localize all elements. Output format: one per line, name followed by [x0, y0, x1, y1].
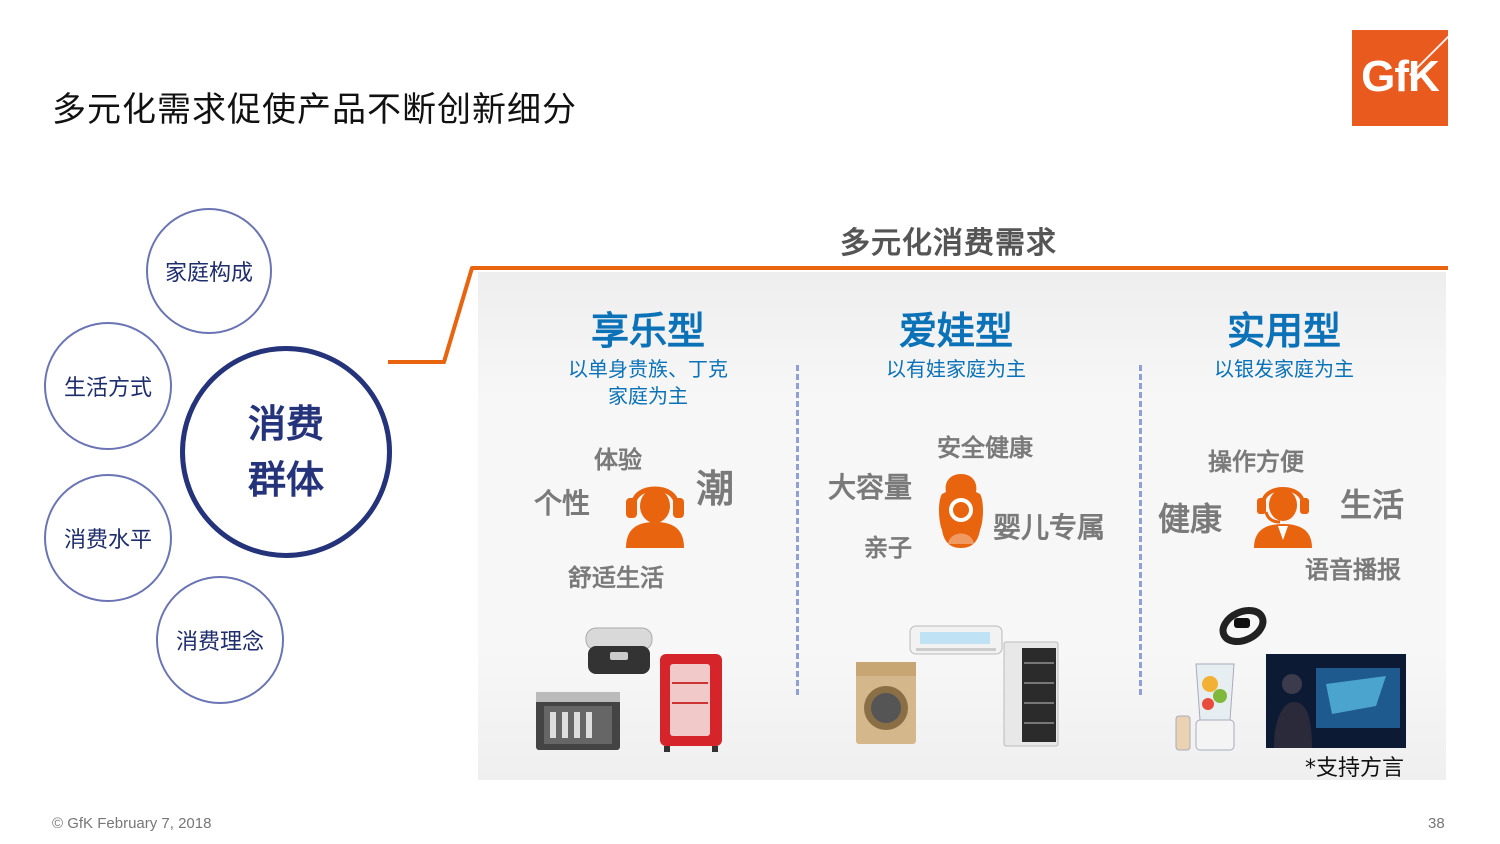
- center-line-1: 消费: [247, 402, 324, 446]
- keyword: 婴儿专属: [993, 511, 1106, 544]
- gfk-logo: GfK: [1352, 30, 1448, 126]
- center-line-2: 群体: [247, 458, 324, 502]
- smart-band-image: [1219, 607, 1267, 645]
- headphone-person-icon: [626, 486, 684, 548]
- footer-copyright: © GfK February 7, 2018: [52, 815, 212, 832]
- column-subtitle-practical: 以银发家庭为主: [1214, 357, 1354, 381]
- column-subtitle-hedonic: 以单身贵族、丁克 家庭为主: [518, 356, 778, 410]
- keyword: 亲子: [864, 534, 912, 562]
- dishwasher-image: [536, 692, 620, 750]
- subtitle-line: 以单身贵族、丁克: [568, 357, 728, 381]
- blender-image: [1175, 663, 1235, 751]
- factor-household-circle: 家庭构成: [146, 208, 272, 334]
- column-title-hedonic: 享乐型: [590, 309, 705, 353]
- factor-spending-concept-circle: 消费理念: [156, 576, 284, 704]
- keyword: 潮: [696, 467, 735, 511]
- mini-fridge-image: [660, 654, 722, 752]
- keyword: 舒适生活: [568, 564, 664, 592]
- consumer-group-circle: 消费 群体: [180, 346, 392, 558]
- footnote: *支持方言: [1305, 756, 1405, 781]
- column-subtitle-child-loving: 以有娃家庭为主: [886, 357, 1026, 381]
- washing-machine-image: [856, 662, 916, 744]
- page-title: 多元化需求促使产品不断创新细分: [52, 90, 577, 130]
- vr-headset-image: [585, 627, 653, 674]
- smart-tv-image: [1266, 654, 1406, 748]
- baby-mother-icon: [939, 474, 983, 548]
- column-title-child-loving: 爱娃型: [898, 309, 1013, 353]
- logo-text: GfK: [1361, 52, 1440, 101]
- factor-lifestyle-circle: 生活方式: [44, 322, 172, 450]
- column-divider: [1139, 365, 1142, 695]
- keyword: 操作方便: [1208, 448, 1304, 476]
- headset-person-icon: [1254, 487, 1312, 548]
- air-conditioner-image: [909, 625, 1003, 655]
- section-header: 多元化消费需求: [840, 226, 1057, 261]
- refrigerator-image: [1003, 641, 1059, 747]
- factor-spending-level-circle: 消费水平: [44, 474, 172, 602]
- factor-label: 消费理念: [175, 630, 264, 655]
- keyword: 体验: [594, 446, 642, 474]
- keyword: 大容量: [828, 471, 913, 504]
- keyword: 语音播报: [1305, 556, 1401, 584]
- page-number: 38: [1428, 815, 1445, 832]
- factor-label: 生活方式: [63, 376, 152, 401]
- factor-label: 家庭构成: [164, 261, 253, 286]
- factor-label: 消费水平: [63, 528, 152, 553]
- keyword: 安全健康: [937, 434, 1033, 462]
- column-divider: [796, 365, 799, 695]
- subtitle-line: 家庭为主: [608, 384, 688, 408]
- keyword: 生活: [1340, 486, 1405, 524]
- keyword: 健康: [1158, 500, 1223, 538]
- column-title-practical: 实用型: [1226, 309, 1341, 353]
- keyword: 个性: [534, 487, 591, 520]
